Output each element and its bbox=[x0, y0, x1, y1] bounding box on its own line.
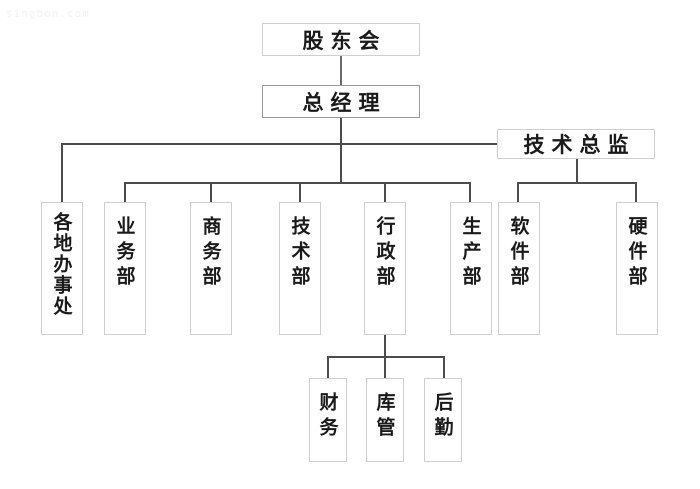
node-finance-label: 财务 bbox=[316, 392, 339, 442]
connector-drop-admin-dept bbox=[384, 182, 386, 203]
connector-tech-director-bar bbox=[517, 182, 637, 184]
node-hardware-dept-label: 硬件部 bbox=[625, 216, 648, 291]
connector-middle-bar bbox=[124, 182, 471, 184]
node-admin-dept[interactable]: 行政部 bbox=[364, 202, 406, 335]
connector-general-manager-trunk bbox=[340, 118, 342, 184]
connector-drop-local-offices bbox=[61, 143, 63, 203]
node-production-dept-label: 生产部 bbox=[459, 216, 482, 291]
node-local-offices-label: 各地办事处 bbox=[50, 212, 73, 317]
connector-tech-director-trunk bbox=[576, 159, 578, 183]
connector-drop-production-dept bbox=[469, 182, 471, 203]
connector-drop-finance bbox=[327, 356, 329, 378]
node-shareholders-label: 股东会 bbox=[302, 27, 387, 53]
node-logistics-label: 后勤 bbox=[431, 392, 454, 442]
watermark: singbon.com bbox=[6, 7, 90, 20]
connector-drop-technology-dept bbox=[299, 182, 301, 203]
connector-drop-software-dept bbox=[517, 182, 519, 203]
node-technology-dept[interactable]: 技术部 bbox=[279, 202, 321, 335]
node-finance[interactable]: 财务 bbox=[309, 378, 347, 462]
node-general-manager-label: 总经理 bbox=[302, 89, 387, 115]
node-tech-director[interactable]: 技术总监 bbox=[497, 129, 655, 159]
node-shareholders[interactable]: 股东会 bbox=[262, 23, 420, 56]
node-warehouse[interactable]: 库管 bbox=[366, 378, 404, 462]
connector-drop-logistics bbox=[443, 356, 445, 378]
connector-shareholders-to-general-manager bbox=[340, 56, 342, 85]
connector-drop-warehouse bbox=[384, 356, 386, 378]
node-business-dept-label: 业务部 bbox=[113, 216, 136, 291]
node-hardware-dept[interactable]: 硬件部 bbox=[616, 202, 658, 335]
node-software-dept[interactable]: 软件部 bbox=[498, 202, 540, 335]
node-general-manager[interactable]: 总经理 bbox=[262, 85, 420, 118]
node-commerce-dept[interactable]: 商务部 bbox=[190, 202, 232, 335]
connector-drop-commerce-dept bbox=[210, 182, 212, 203]
node-software-dept-label: 软件部 bbox=[507, 216, 530, 291]
node-logistics[interactable]: 后勤 bbox=[424, 378, 462, 462]
node-commerce-dept-label: 商务部 bbox=[199, 216, 222, 291]
connector-admin-dept-trunk bbox=[384, 335, 386, 357]
connector-drop-hardware-dept bbox=[635, 182, 637, 203]
node-technology-dept-label: 技术部 bbox=[288, 216, 311, 291]
connector-drop-business-dept bbox=[124, 182, 126, 203]
node-local-offices[interactable]: 各地办事处 bbox=[41, 202, 83, 335]
node-production-dept[interactable]: 生产部 bbox=[450, 202, 492, 335]
node-tech-director-label: 技术总监 bbox=[523, 132, 636, 157]
node-warehouse-label: 库管 bbox=[373, 392, 396, 442]
connector-upper-bar bbox=[61, 143, 497, 145]
node-business-dept[interactable]: 业务部 bbox=[104, 202, 146, 335]
node-admin-dept-label: 行政部 bbox=[373, 216, 396, 291]
